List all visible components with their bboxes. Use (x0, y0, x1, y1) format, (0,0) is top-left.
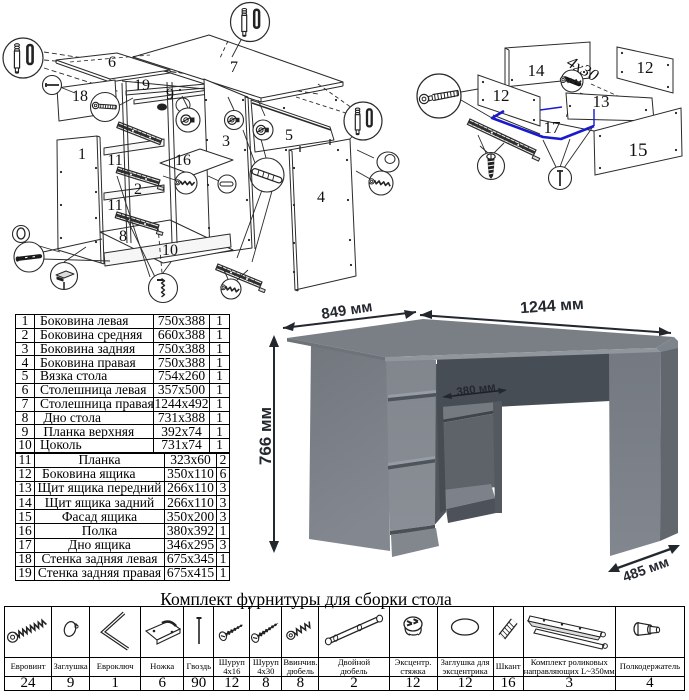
svg-text:8: 8 (119, 228, 127, 245)
svg-text:18: 18 (72, 88, 88, 105)
svg-text:4: 4 (317, 189, 325, 206)
svg-text:12: 12 (493, 86, 510, 105)
svg-text:6: 6 (108, 54, 116, 71)
svg-text:15: 15 (629, 140, 648, 161)
svg-text:11: 11 (107, 152, 122, 169)
svg-text:7: 7 (230, 59, 238, 76)
svg-text:766 мм: 766 мм (256, 407, 275, 465)
svg-text:3: 3 (222, 133, 230, 150)
svg-text:1244 мм: 1244 мм (520, 296, 585, 317)
svg-text:5: 5 (285, 127, 293, 144)
svg-text:10: 10 (162, 242, 178, 259)
svg-text:14: 14 (528, 61, 546, 80)
svg-text:11: 11 (107, 197, 122, 214)
svg-text:16: 16 (175, 152, 191, 169)
svg-text:380 мм: 380 мм (456, 381, 497, 398)
svg-text:2: 2 (134, 181, 142, 198)
svg-text:1: 1 (78, 146, 86, 163)
svg-text:12: 12 (637, 58, 654, 77)
svg-text:9: 9 (166, 86, 174, 103)
svg-text:13: 13 (593, 92, 610, 111)
svg-text:849 мм: 849 мм (320, 298, 373, 323)
svg-text:19: 19 (134, 77, 150, 94)
svg-text:17: 17 (544, 118, 562, 137)
